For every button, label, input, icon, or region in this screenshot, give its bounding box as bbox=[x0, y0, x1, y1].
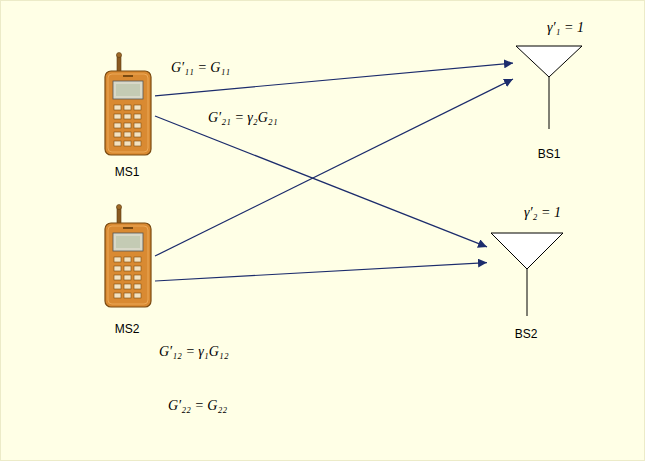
node-label: MS2 bbox=[115, 322, 140, 336]
gain-label: G′₂₂ = G₂₂ bbox=[166, 397, 229, 414]
station-node: BS2 bbox=[487, 229, 565, 341]
gamma-label: γ′₁ = 1 bbox=[545, 19, 586, 36]
mobile-phone bbox=[105, 205, 151, 308]
node-label: MS1 bbox=[115, 165, 140, 179]
link-arrow bbox=[155, 263, 487, 281]
link-arrow bbox=[155, 116, 487, 247]
antenna-mast bbox=[549, 77, 550, 129]
station-node: MS1 bbox=[99, 49, 155, 179]
mobile-phone bbox=[105, 53, 151, 156]
antenna-mast bbox=[527, 269, 528, 316]
link-arrow bbox=[155, 79, 513, 256]
gamma-label: γ′₂ = 1 bbox=[522, 204, 563, 221]
gain-label: G′₁₂ = γ₁G₁₂ bbox=[157, 343, 231, 360]
station-node: BS1 bbox=[513, 43, 585, 161]
antenna-symbol bbox=[516, 46, 582, 77]
station-node: MS2 bbox=[99, 206, 155, 336]
node-label: BS1 bbox=[538, 147, 561, 161]
node-label: BS2 bbox=[515, 327, 538, 341]
gain-label: G′₂₁ = γ₂G₂₁ bbox=[206, 109, 280, 126]
antenna-symbol bbox=[491, 233, 563, 269]
gain-label: G′₁₁ = G₁₁ bbox=[169, 59, 232, 76]
